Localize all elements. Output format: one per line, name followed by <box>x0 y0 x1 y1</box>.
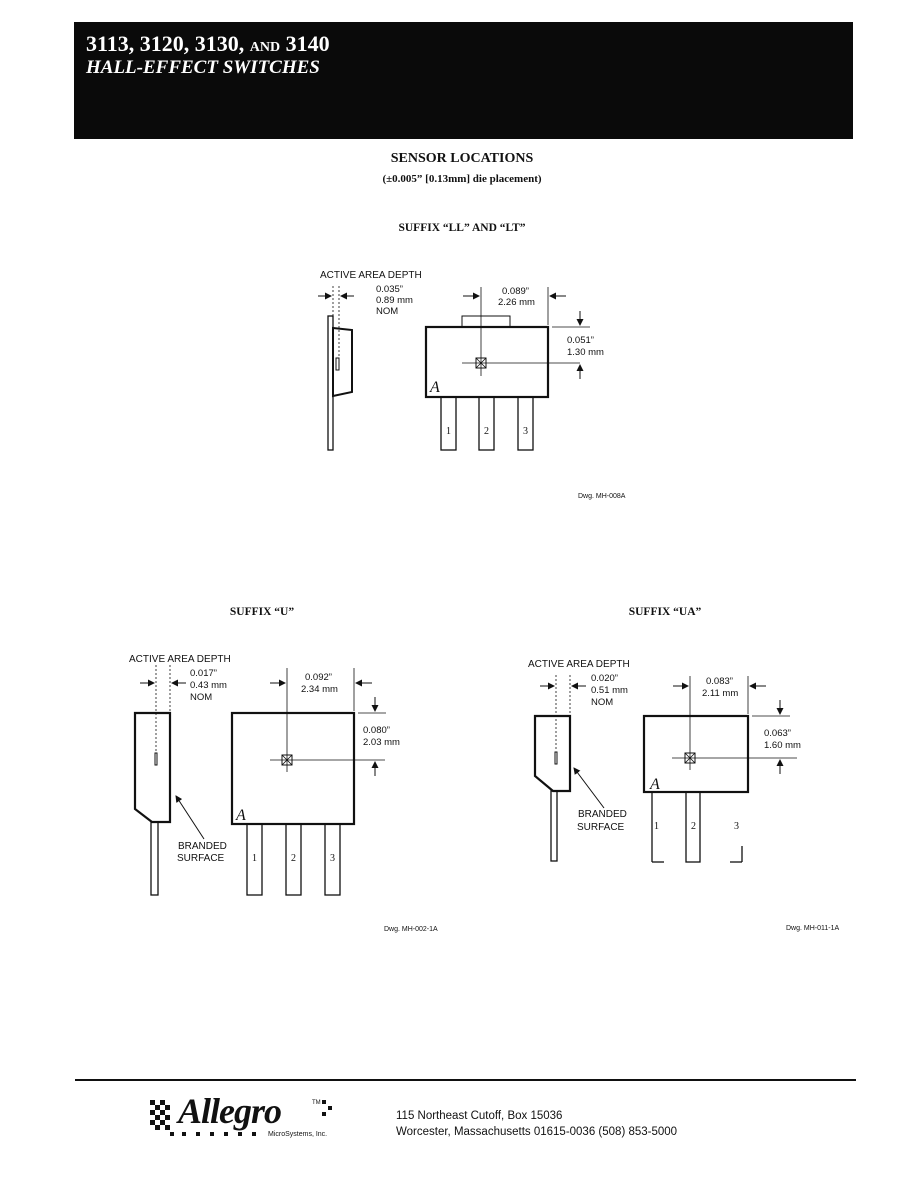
ll-lt-depth-nom: NOM <box>376 306 398 317</box>
u-depth-mm: 0.43 mm <box>190 680 227 691</box>
ll-lt-depth-in: 0.035” <box>376 284 403 295</box>
u-horiz-mm: 2.34 mm <box>301 684 338 695</box>
u-horiz-in: 0.092” <box>305 672 332 683</box>
u-vert-mm: 2.03 mm <box>363 737 400 748</box>
u-side-view <box>133 665 205 896</box>
placement-tolerance-note: (±0.005” [0.13mm] die placement) <box>382 173 542 185</box>
ll-lt-diagram: ACTIVE AREA DEPTH 0.035” 0.89 mm NOM A 0… <box>318 270 626 500</box>
u-diagram: ACTIVE AREA DEPTH 0.017” 0.43 mm NOM BRA… <box>129 654 438 933</box>
ll-lt-pin-3: 3 <box>523 426 528 437</box>
ua-active-area-label: ACTIVE AREA DEPTH <box>528 659 630 670</box>
ua-depth-mm: 0.51 mm <box>591 685 628 696</box>
section-title: SENSOR LOCATIONS <box>390 151 534 166</box>
ua-branded-line2: SURFACE <box>577 822 625 833</box>
ua-branded-line1: BRANDED <box>578 809 627 820</box>
suffix-ll-lt-label: SUFFIX “LL” AND “LT” <box>398 222 526 234</box>
ua-drawing-number: Dwg. MH-011-1A <box>786 925 839 932</box>
ua-pin-2: 2 <box>691 821 696 832</box>
ll-lt-allegro-mark-icon: A <box>429 379 440 396</box>
header-banner <box>74 22 853 139</box>
ll-lt-horiz-in: 0.089” <box>502 286 529 297</box>
ua-depth-nom: NOM <box>591 697 613 708</box>
ll-lt-active-area-label: ACTIVE AREA DEPTH <box>320 270 422 281</box>
ll-lt-vert-mm: 1.30 mm <box>567 347 604 358</box>
suffix-ua-label: SUFFIX “UA” <box>628 606 702 618</box>
u-vert-in: 0.080” <box>363 725 390 736</box>
u-pin-2: 2 <box>291 853 296 864</box>
ua-side-view <box>533 675 605 862</box>
allegro-logo: Allegro <box>178 1091 282 1131</box>
ua-vert-mm: 1.60 mm <box>764 740 801 751</box>
ll-lt-pin-2: 2 <box>484 426 489 437</box>
ua-diagram: ACTIVE AREA DEPTH 0.020” 0.51 mm NOM BRA… <box>528 659 839 932</box>
ua-allegro-mark-icon: A <box>649 776 660 793</box>
ll-lt-drawing-number: Dwg. MH-008A <box>578 493 626 500</box>
ll-lt-depth-mm: 0.89 mm <box>376 295 413 306</box>
ua-pin-1: 1 <box>654 821 659 832</box>
ll-lt-horiz-mm: 2.26 mm <box>498 297 535 308</box>
suffix-u-label: SUFFIX “U” <box>229 606 295 618</box>
u-drawing-number: Dwg. MH-002-1A <box>384 926 438 933</box>
u-allegro-mark-icon: A <box>235 807 246 824</box>
u-branded-line1: BRANDED <box>178 841 227 852</box>
ua-depth-in: 0.020” <box>591 673 618 684</box>
logo-trademark: TM <box>312 1100 321 1106</box>
u-depth-nom: NOM <box>190 692 212 703</box>
ua-horiz-in: 0.083” <box>706 676 733 687</box>
address-line-1: 115 Northeast Cutoff, Box 15036 <box>396 1110 563 1122</box>
u-branded-line2: SURFACE <box>177 853 225 864</box>
u-front-view <box>230 668 386 896</box>
ua-horiz-mm: 2.11 mm <box>702 688 738 699</box>
ua-front-view <box>642 676 797 863</box>
u-pin-1: 1 <box>252 853 257 864</box>
ua-pin-3: 3 <box>734 821 739 832</box>
ua-vert-in: 0.063” <box>764 728 791 739</box>
footer-rule <box>75 1079 856 1081</box>
ll-lt-pin-1: 1 <box>446 426 451 437</box>
allegro-logo-graphic-icon <box>150 1100 332 1136</box>
ll-lt-side-view <box>318 286 354 451</box>
ll-lt-vert-in: 0.051” <box>567 335 594 346</box>
part-numbers-title: 3113, 3120, 3130, AND 3140 <box>86 31 330 56</box>
u-active-area-label: ACTIVE AREA DEPTH <box>129 654 231 665</box>
logo-subtext: MicroSystems, Inc. <box>268 1131 328 1138</box>
ll-lt-front-view <box>424 287 590 451</box>
address-line-2: Worcester, Massachusetts 01615-0036 (508… <box>396 1126 678 1138</box>
u-pin-3: 3 <box>330 853 335 864</box>
product-subtitle: HALL-EFFECT SWITCHES <box>86 57 320 78</box>
u-depth-in: 0.017” <box>190 668 217 679</box>
